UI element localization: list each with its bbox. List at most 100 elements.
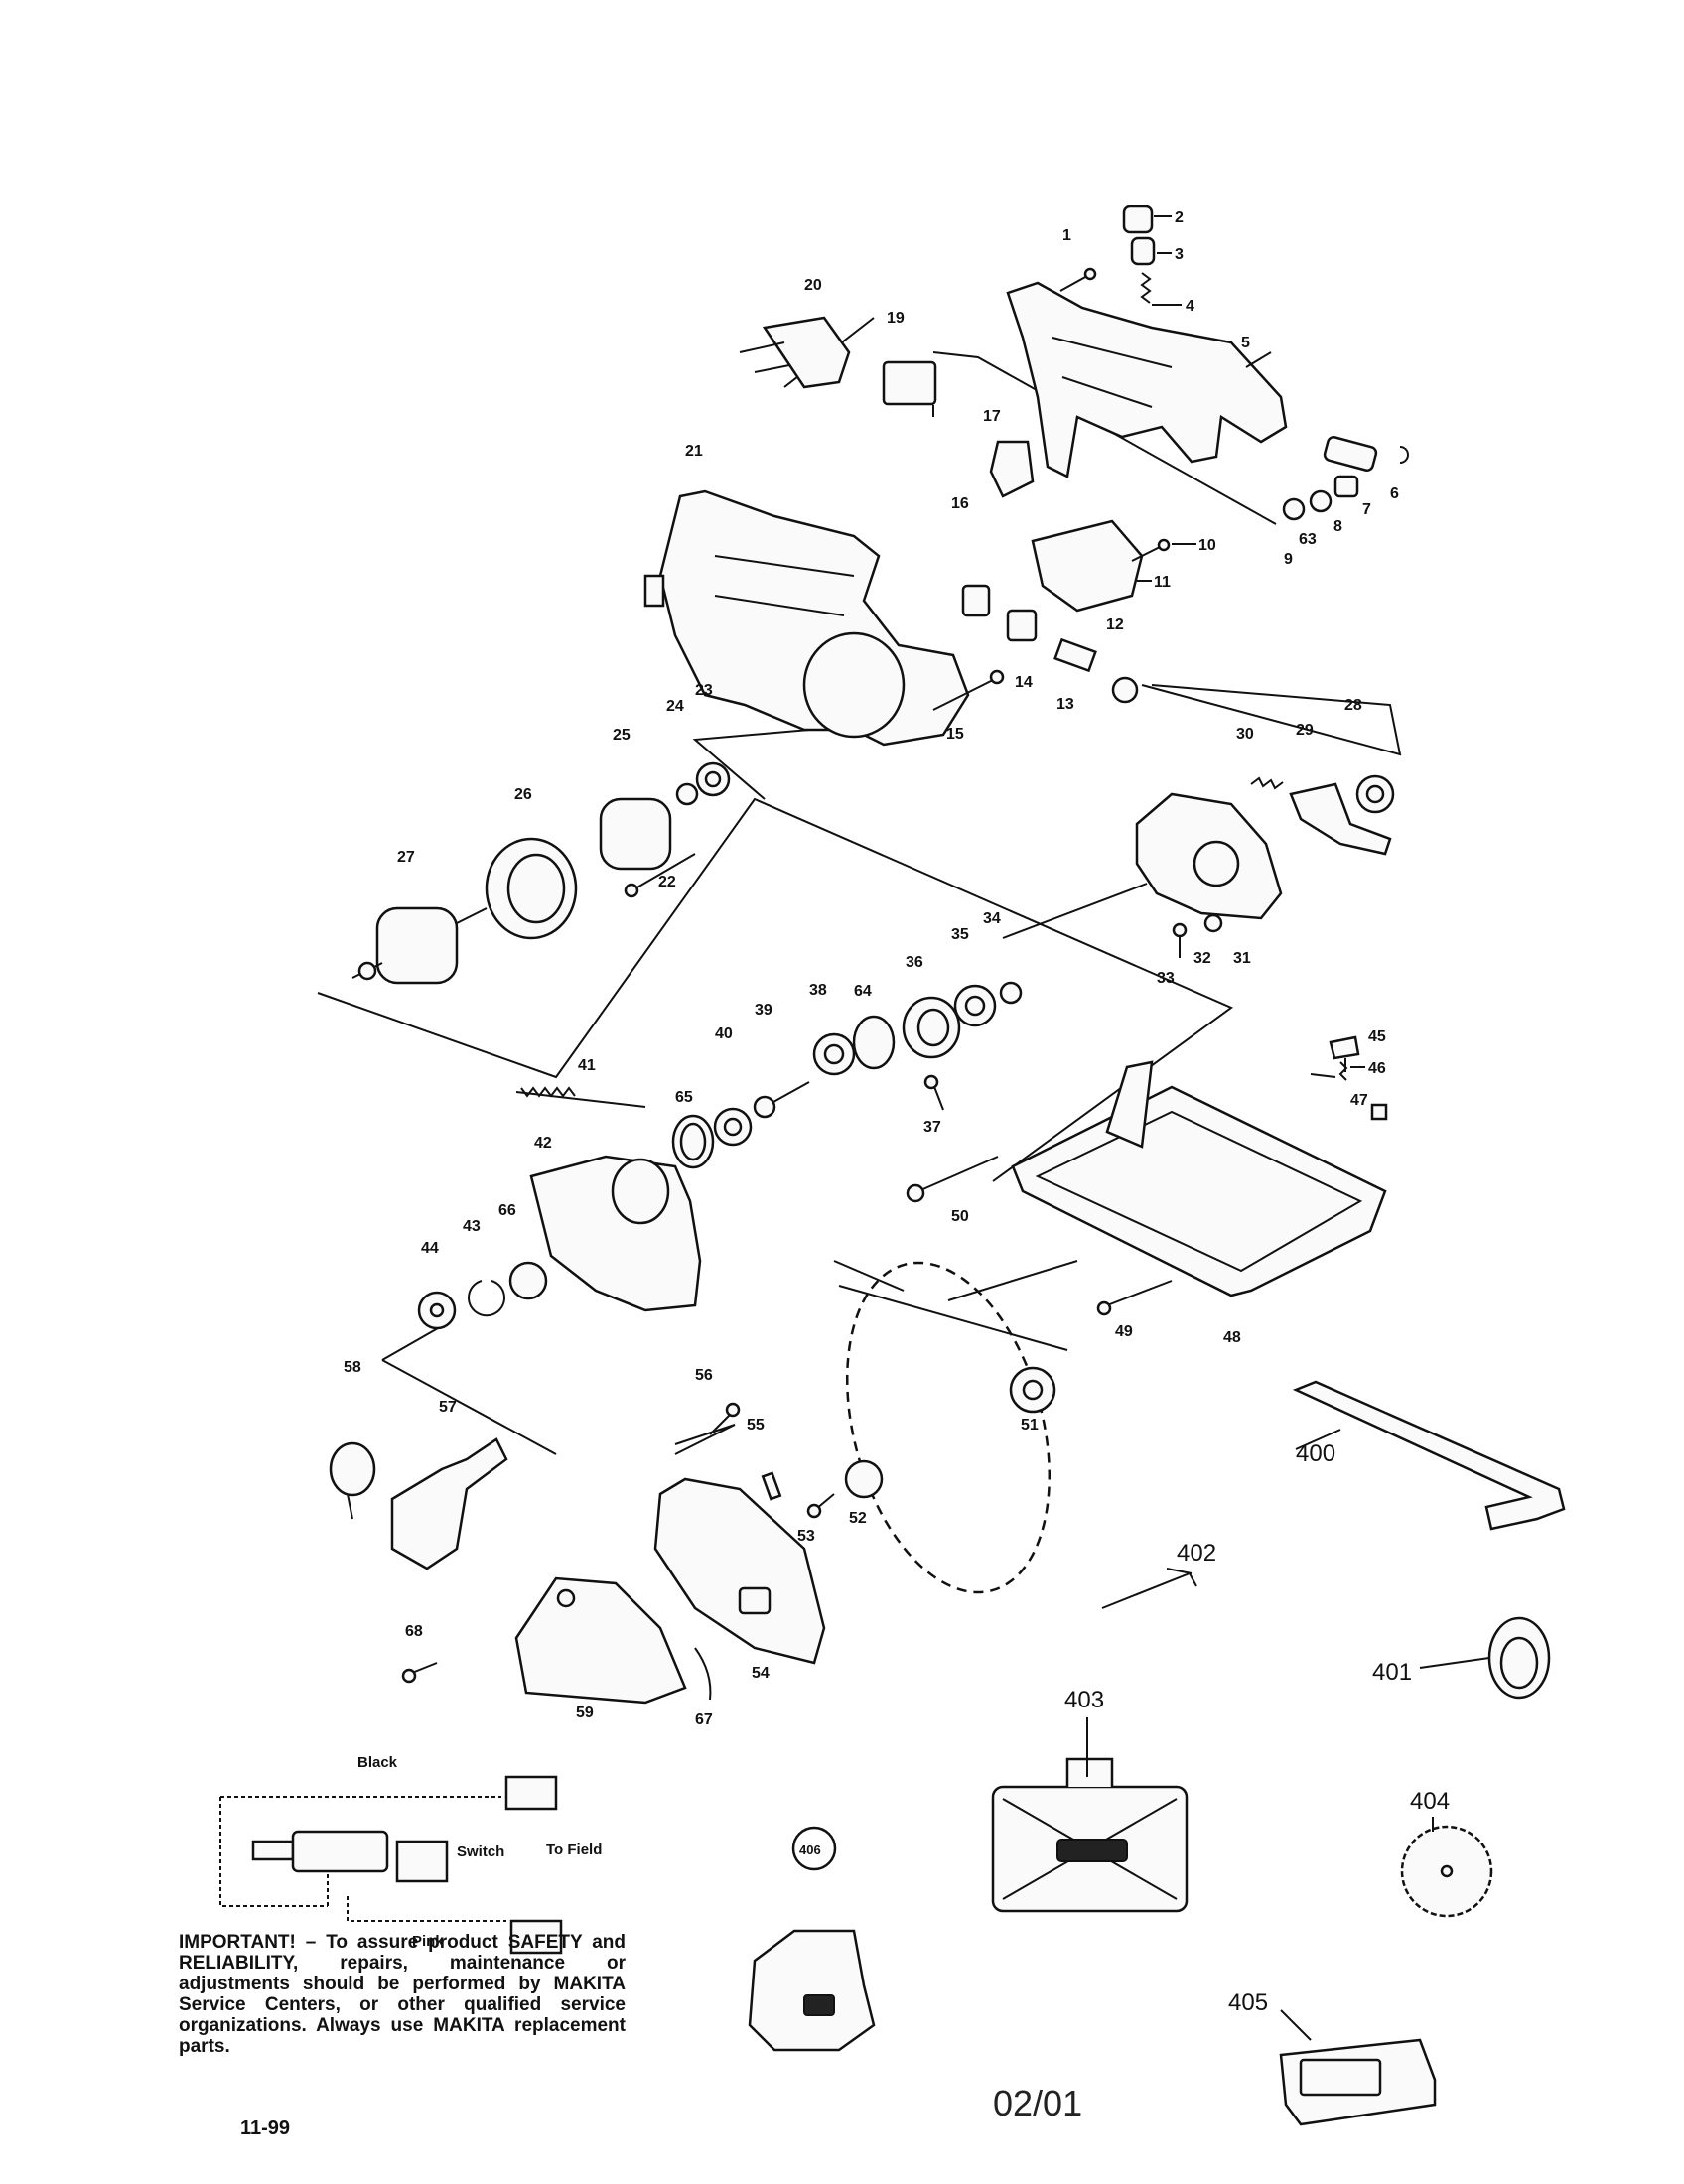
part-402-hex-wrench <box>1101 1571 1197 1609</box>
callout-63: 63 <box>1299 531 1317 548</box>
part-65-ring <box>671 1114 715 1169</box>
part-63-washer <box>1309 489 1333 513</box>
callout-33: 33 <box>1157 970 1175 987</box>
callout-35: 35 <box>951 926 969 943</box>
callout-14: 14 <box>1015 674 1033 691</box>
callout-64: 64 <box>854 983 872 1000</box>
part-47-nut <box>1370 1103 1388 1121</box>
part-32-washer <box>1203 913 1223 933</box>
part-3-button <box>1130 236 1156 266</box>
part-58-ring <box>329 1441 376 1520</box>
callout-41: 41 <box>578 1057 596 1074</box>
callout-31: 31 <box>1233 950 1251 967</box>
callout-2: 2 <box>1175 209 1184 226</box>
callout-65: 65 <box>675 1089 693 1106</box>
callout-6: 6 <box>1390 485 1399 502</box>
part-35-bearing <box>953 984 997 1027</box>
part-36-gear <box>902 996 961 1059</box>
part-17-tab <box>989 440 1035 498</box>
part-29-lock-lever <box>1289 782 1392 856</box>
revision-date: 11-99 <box>240 2117 291 2139</box>
callout-49: 49 <box>1115 1323 1133 1340</box>
callout-8: 8 <box>1333 518 1342 535</box>
part-37-screw <box>923 1074 944 1111</box>
callout-20: 20 <box>804 277 822 294</box>
callout-44: 44 <box>421 1240 439 1257</box>
part-25-magnet-sleeve <box>599 797 672 871</box>
callout-leaders <box>1086 215 1490 2041</box>
part-14-brush-holder <box>1006 609 1038 642</box>
callout-9: 9 <box>1284 551 1293 568</box>
part-2-cap <box>1122 205 1154 234</box>
saw-blade-outline <box>845 1261 1052 1594</box>
callout-12: 12 <box>1106 616 1124 633</box>
part-12-cap <box>1111 676 1139 704</box>
part-28-bearing <box>1355 774 1395 814</box>
to-field-label: To Field <box>546 1842 602 1858</box>
callout-10: 10 <box>1198 537 1216 554</box>
part-49-bolt <box>1096 1280 1173 1316</box>
part-6-clip <box>1399 446 1409 464</box>
callout-22: 22 <box>658 874 676 890</box>
callout-23: 23 <box>695 682 713 699</box>
callout-42: 42 <box>534 1135 552 1152</box>
part-67-spring <box>694 1647 712 1701</box>
callout-51: 51 <box>1021 1417 1039 1433</box>
part-34-washer <box>999 981 1023 1005</box>
part-42-safety-guard <box>529 1155 702 1312</box>
part-23-bearing <box>695 761 731 797</box>
part-56-bolt <box>709 1402 741 1435</box>
part-53-bolt <box>806 1493 835 1519</box>
callout-404: 404 <box>1410 1788 1450 1815</box>
callout-55: 55 <box>747 1417 765 1433</box>
part-405-charger <box>1279 2038 1437 2126</box>
part-46-spring <box>1338 1061 1348 1081</box>
part-52-flange <box>844 1459 884 1499</box>
part-13-carbon-brush <box>1053 637 1097 673</box>
callout-54: 54 <box>752 1665 770 1682</box>
callout-45: 45 <box>1368 1028 1386 1045</box>
callout-26: 26 <box>514 786 532 803</box>
callout-406: 406 <box>799 1843 821 1857</box>
part-55-pin <box>761 1471 782 1501</box>
part-24-washer <box>675 782 699 806</box>
part-33-screw <box>1172 922 1188 958</box>
part-400-guide-rule <box>1292 1380 1566 1531</box>
part-48-base <box>1011 1060 1387 1297</box>
part-1-screw <box>1059 267 1097 292</box>
callout-16: 16 <box>951 495 969 512</box>
callout-34: 34 <box>983 910 1001 927</box>
part-15-screw <box>932 669 1005 711</box>
callout-48: 48 <box>1223 1329 1241 1346</box>
part-7-lever <box>1323 436 1378 472</box>
callout-25: 25 <box>613 727 631 744</box>
part-64-ring <box>852 1015 896 1070</box>
part-4-spring <box>1140 272 1152 304</box>
callout-46: 46 <box>1368 1060 1386 1077</box>
callout-66: 66 <box>498 1202 516 1219</box>
part-22-screw <box>624 853 696 898</box>
callout-17: 17 <box>983 408 1001 425</box>
callout-21: 21 <box>685 443 703 460</box>
part-16-brush-holder <box>961 584 991 617</box>
callout-58: 58 <box>344 1359 361 1376</box>
callout-405: 405 <box>1228 1989 1268 2016</box>
callout-400: 400 <box>1296 1440 1335 1467</box>
callout-402: 402 <box>1177 1540 1216 1567</box>
wiring-diagram: Black Switch To Field Pink <box>219 1754 602 1955</box>
part-66-ring <box>508 1261 548 1300</box>
callout-32: 32 <box>1193 950 1211 967</box>
callout-68: 68 <box>405 1623 423 1640</box>
callout-27: 27 <box>397 849 415 866</box>
part-406-battery <box>748 1826 876 2052</box>
part-20-switch <box>739 316 851 389</box>
callout-19: 19 <box>887 310 905 327</box>
callout-50: 50 <box>951 1208 969 1225</box>
part-9-washer <box>1282 497 1306 521</box>
callout-59: 59 <box>576 1705 594 1721</box>
wire-label-pink: Pink <box>412 1933 444 1950</box>
callout-403: 403 <box>1064 1687 1104 1713</box>
callout-57: 57 <box>439 1399 457 1416</box>
callout-40: 40 <box>715 1025 733 1042</box>
callout-13: 13 <box>1056 696 1074 713</box>
